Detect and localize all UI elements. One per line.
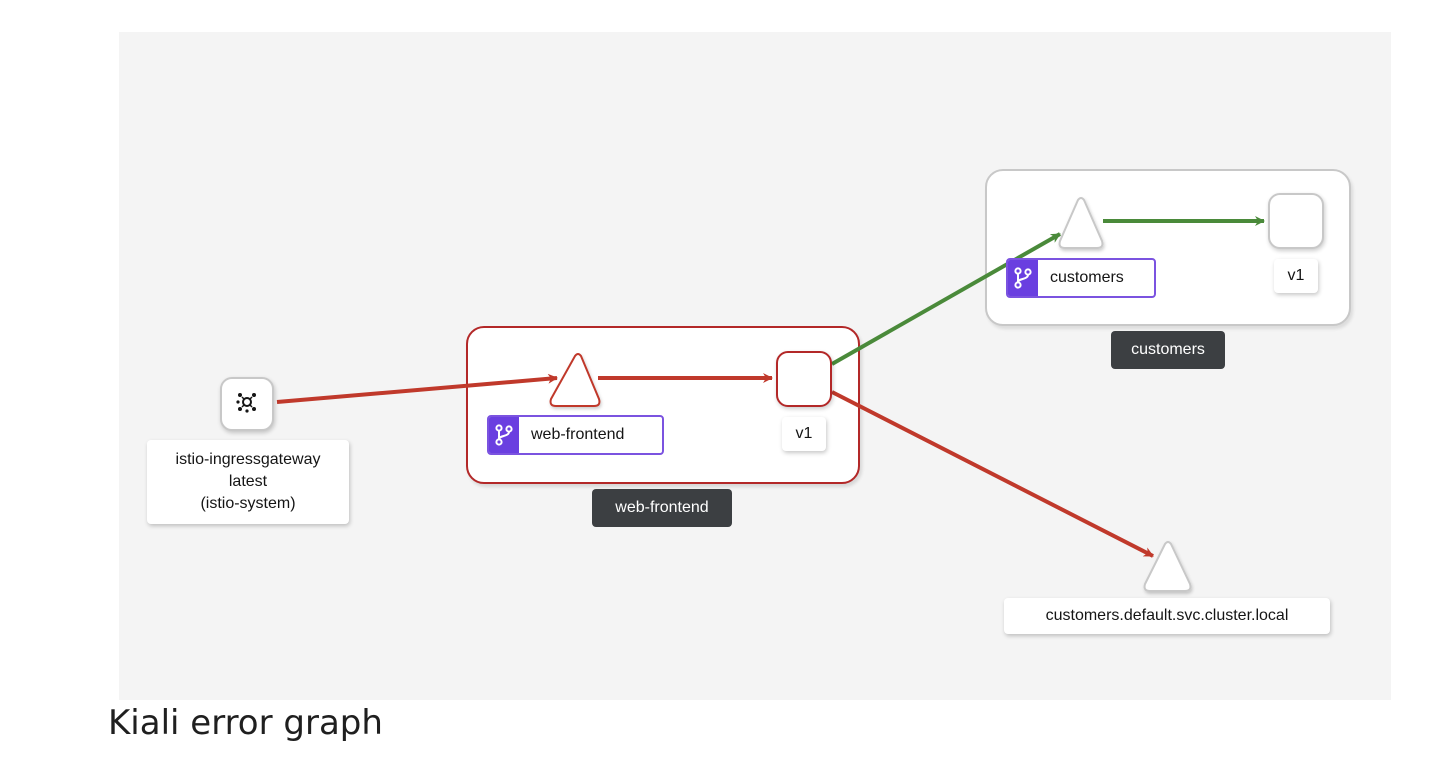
istio-gateway-icon <box>235 390 259 419</box>
app-branch-icon <box>489 417 519 453</box>
figure-caption: Kiali error graph <box>108 703 383 743</box>
external-service-text: customers.default.svc.cluster.local <box>1045 607 1289 624</box>
customers-v1-label: v1 <box>1274 259 1318 293</box>
web-frontend-app-text: web-frontend <box>531 426 625 443</box>
customers-app-label[interactable]: customers <box>1006 258 1156 298</box>
customers-box-label: customers <box>1111 331 1225 369</box>
istio-ingressgateway-label: istio-ingressgateway latest (istio-syste… <box>147 440 349 524</box>
web-frontend-v1-node[interactable] <box>776 351 832 407</box>
edge-web-frontend-v1-to-customers[interactable] <box>831 232 1061 366</box>
external-service-label: customers.default.svc.cluster.local <box>1004 598 1330 634</box>
edge-web-frontend-v1-to-external[interactable] <box>831 390 1154 558</box>
customers-app-text: customers <box>1050 269 1124 286</box>
web-frontend-v1-text: v1 <box>795 425 813 442</box>
web-frontend-v1-label: v1 <box>782 417 826 451</box>
customers-box-text: customers <box>1131 341 1205 358</box>
customers-v1-node[interactable] <box>1268 193 1324 249</box>
gateway-label-line-2: latest <box>228 473 268 490</box>
istio-ingressgateway-node[interactable] <box>220 377 274 431</box>
gateway-label-line-3: (istio-system) <box>200 495 296 512</box>
web-frontend-box-text: web-frontend <box>615 499 709 516</box>
gateway-label-line-1: istio-ingressgateway <box>175 451 321 468</box>
customers-service-node[interactable] <box>1058 197 1104 249</box>
web-frontend-service-node[interactable] <box>549 353 601 407</box>
app-branch-icon <box>1008 260 1038 296</box>
web-frontend-box-label: web-frontend <box>592 489 732 527</box>
external-service-node[interactable] <box>1143 541 1192 592</box>
edge-gateway-to-web-frontend[interactable] <box>276 373 558 404</box>
customers-v1-text: v1 <box>1287 267 1305 284</box>
web-frontend-app-label[interactable]: web-frontend <box>487 415 664 455</box>
